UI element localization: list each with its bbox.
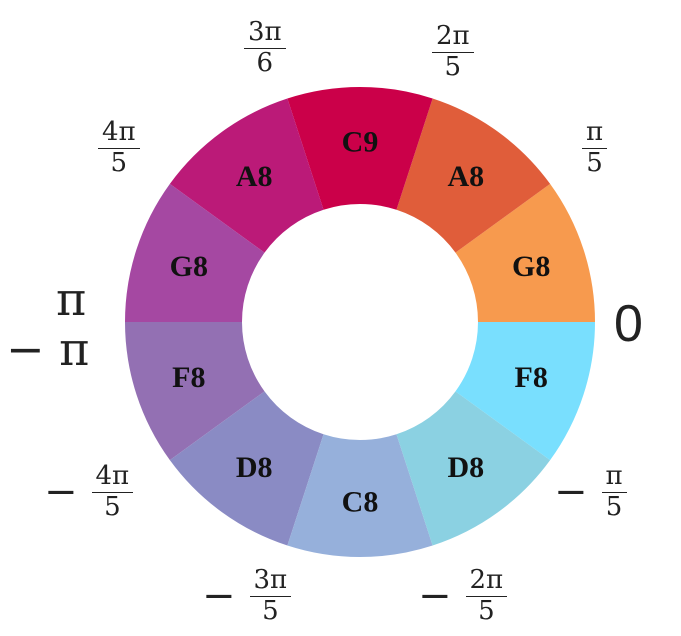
segment-c9-2: [287, 87, 433, 210]
segment-c8-7: [287, 434, 433, 558]
angle-label-pi: π: [56, 272, 87, 326]
segment-label-1: A8: [447, 160, 484, 193]
segment-label-4: G8: [170, 250, 208, 283]
segment-a8-3: [169, 98, 324, 253]
angle-label-zero: 0: [614, 295, 643, 353]
segment-label-7: C8: [342, 486, 379, 519]
segment-f8-5: [125, 322, 265, 461]
segment-label-3: A8: [236, 160, 273, 193]
segment-label-9: F8: [515, 361, 548, 394]
segment-d8-6: [169, 391, 324, 546]
segment-g8-0: [455, 183, 595, 322]
segment-g8-4: [125, 183, 265, 322]
segment-f8-9: [455, 322, 595, 461]
segment-d8-8: [396, 391, 551, 546]
segment-label-8: D8: [447, 451, 484, 484]
segment-label-0: G8: [512, 250, 550, 283]
segment-label-6: D8: [236, 451, 273, 484]
segment-label-2: C9: [342, 126, 379, 159]
segment-a8-1: [396, 98, 551, 253]
angle-label-neg-pi: − π: [6, 322, 90, 376]
segment-label-5: F8: [172, 361, 205, 394]
